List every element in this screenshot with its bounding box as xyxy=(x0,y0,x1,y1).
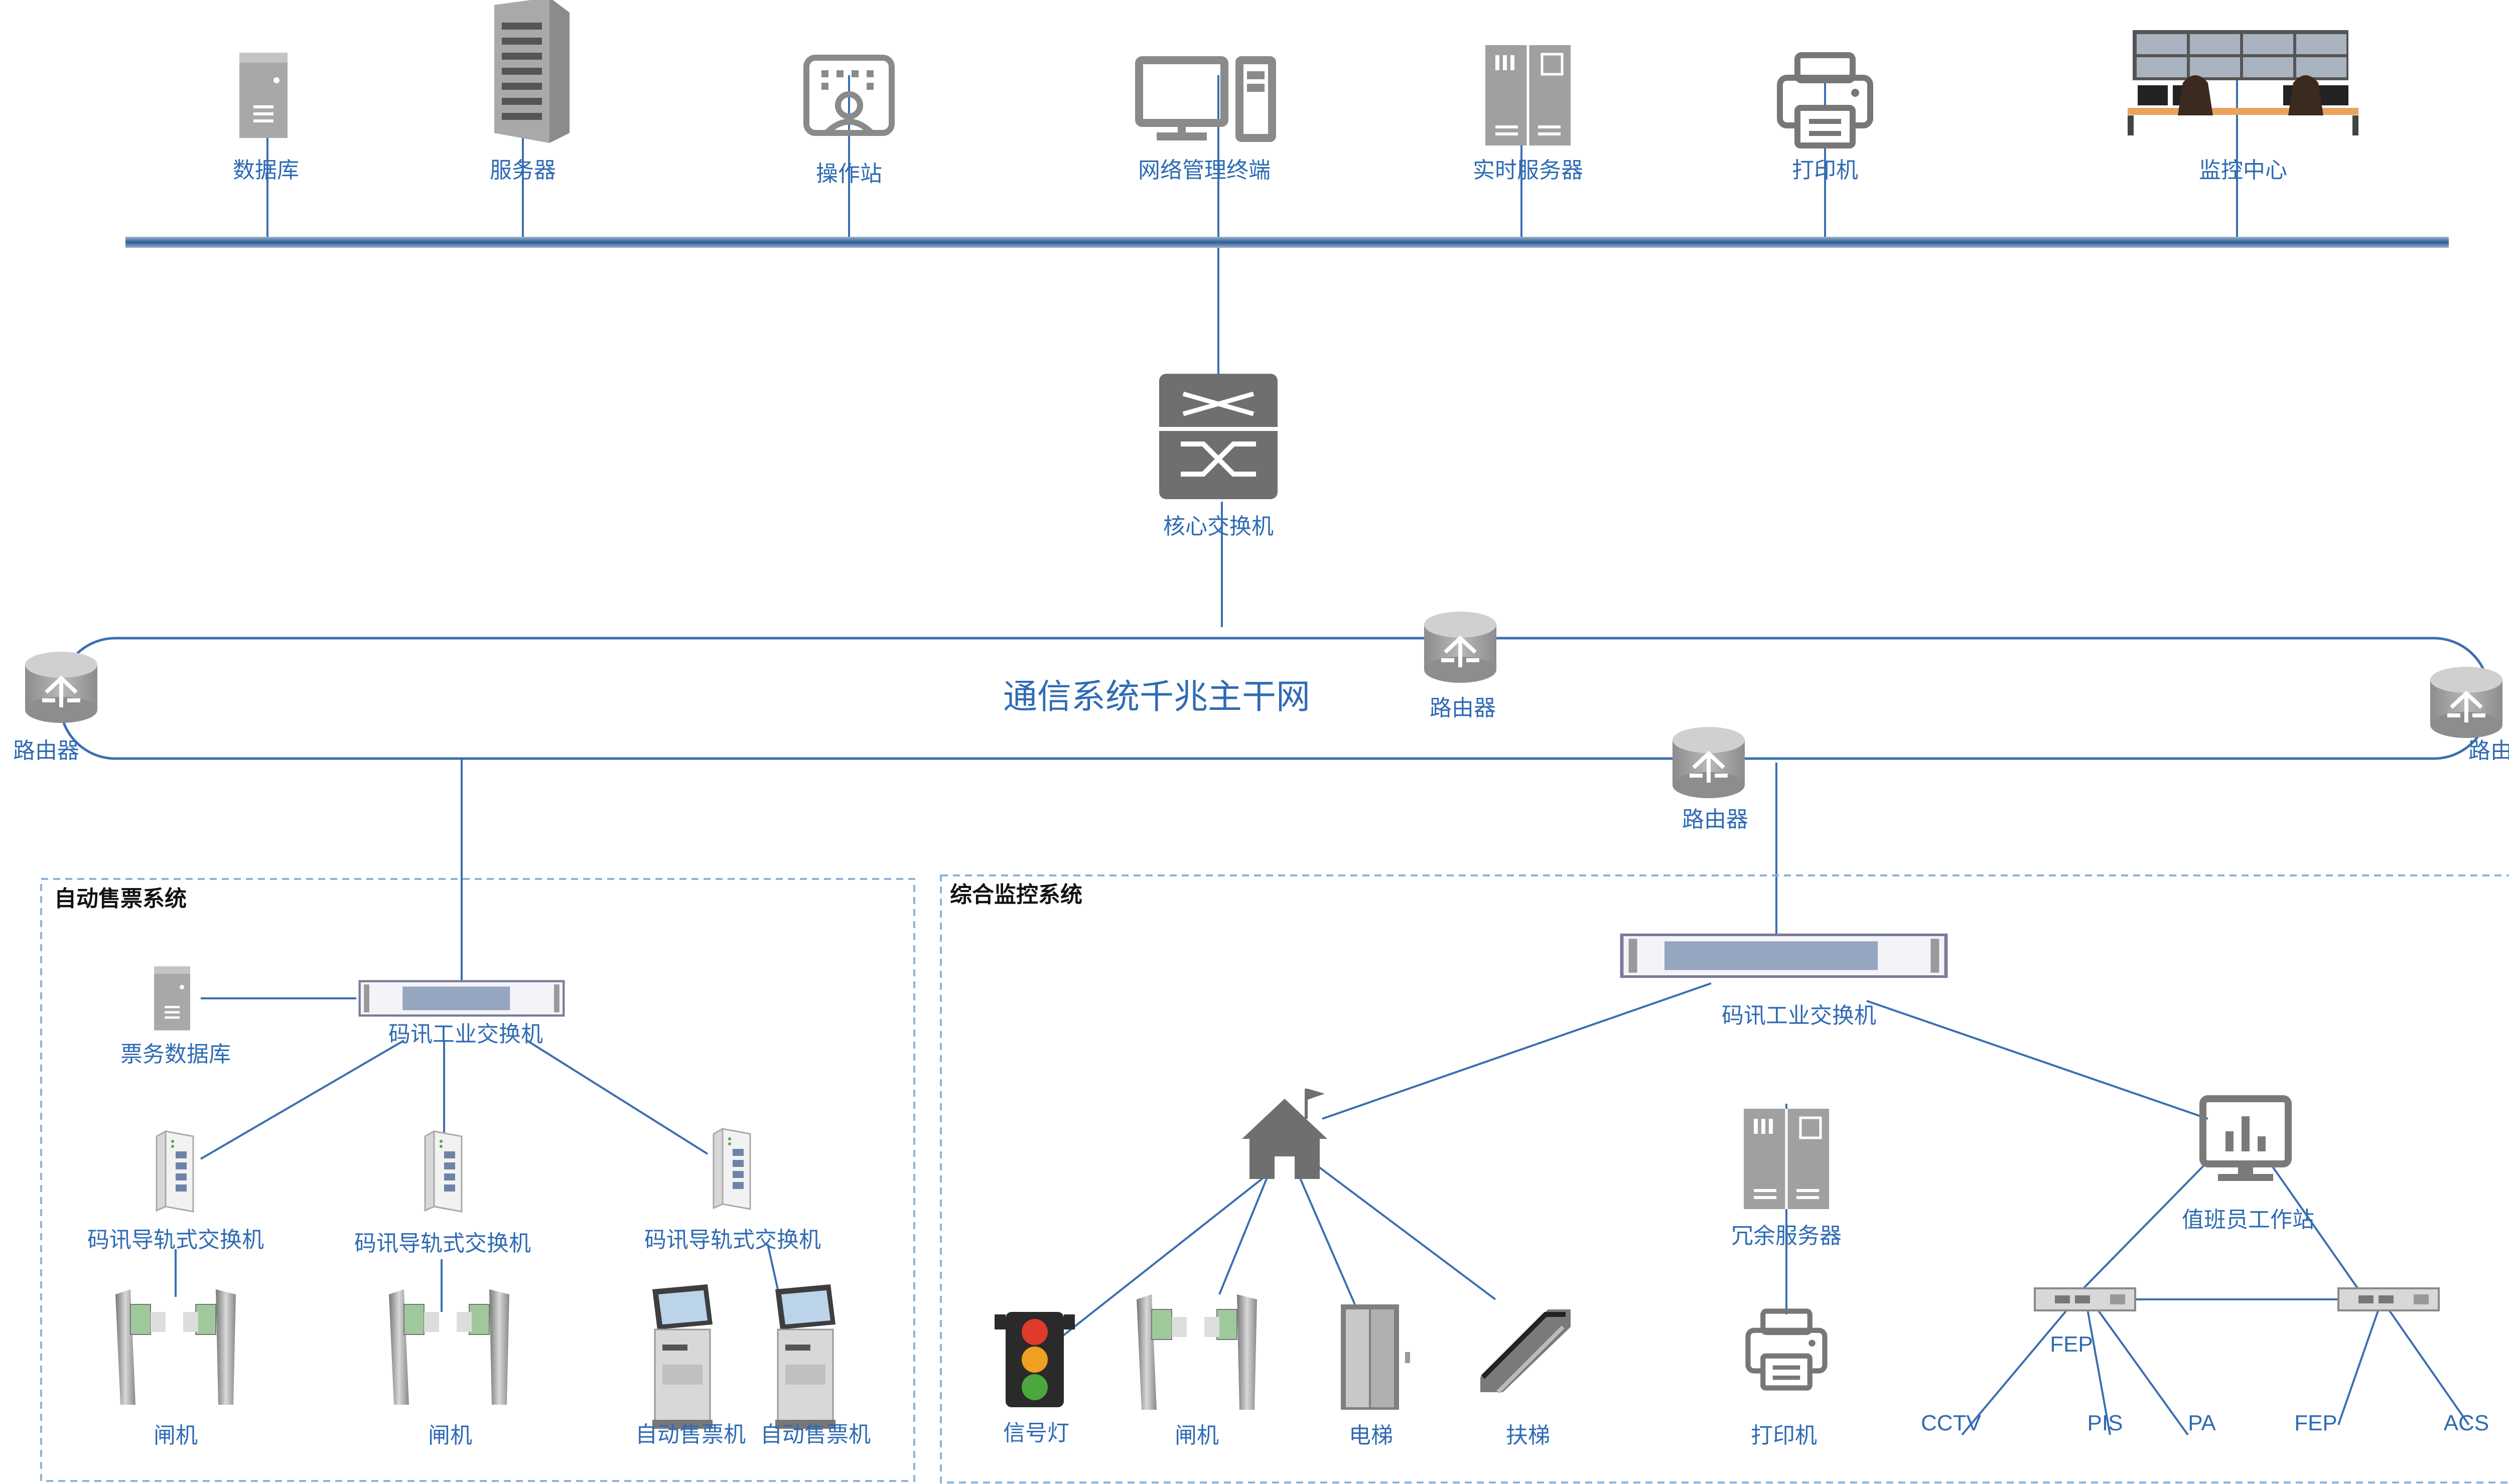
subsystem-label: ACS xyxy=(2443,1411,2489,1435)
ticket-machine-label: 自动售票机 xyxy=(635,1422,746,1447)
fep-device-icon xyxy=(2034,1287,2136,1311)
ticket-machine-label: 自动售票机 xyxy=(760,1422,871,1447)
top-device-label: 监控中心 xyxy=(2199,158,2287,183)
rail-switch-icon xyxy=(713,1128,751,1210)
top-ethernet-bus xyxy=(125,237,2449,248)
gate-icon xyxy=(115,1289,236,1405)
field-device-label: 闸机 xyxy=(1175,1423,1219,1448)
cabinet-server-icon xyxy=(1485,45,1571,145)
top-device-label: 服务器 xyxy=(490,158,556,183)
router-icon xyxy=(2430,667,2502,738)
traffic-light-icon xyxy=(995,1312,1075,1407)
rail-switch-label: 码讯导轨式交换机 xyxy=(644,1228,821,1252)
switch-label: 码讯工业交换机 xyxy=(388,1022,543,1047)
redundant-server-label: 冗余服务器 xyxy=(1731,1224,1842,1248)
core-switch-label: 核心交换机 xyxy=(1163,514,1274,539)
workstation-label: 值班员工作站 xyxy=(2182,1208,2314,1232)
router-label: 路由器 xyxy=(1682,807,1748,832)
ticket-db-label: 票务数据库 xyxy=(120,1042,231,1067)
fep-label: FEP xyxy=(2294,1411,2337,1435)
router-icon xyxy=(1672,727,1745,798)
rail-switch-label: 码讯导轨式交换机 xyxy=(87,1228,264,1252)
subsystem-label: CCTV xyxy=(1921,1411,1981,1435)
top-device-label: 数据库 xyxy=(233,158,299,183)
rail-switch-icon xyxy=(424,1130,463,1213)
printer-label: 打印机 xyxy=(1751,1423,1817,1448)
top-device-label: 实时服务器 xyxy=(1473,158,1583,183)
subsystem-label: PIS xyxy=(2087,1411,2123,1435)
router-icon xyxy=(1424,612,1496,683)
industrial-switch-icon xyxy=(1622,935,1946,976)
fep-device-icon xyxy=(2337,1287,2440,1311)
gate-label: 闸机 xyxy=(154,1423,198,1448)
industrial-switch-icon xyxy=(360,981,564,1015)
ticket-database-icon xyxy=(154,966,190,1030)
operator-station-icon xyxy=(803,55,895,136)
router-label: 路由器 xyxy=(2468,738,2509,763)
router-label: 路由器 xyxy=(13,738,79,763)
field-device-label: 信号灯 xyxy=(1003,1421,1069,1445)
afc-system-title: 自动售票系统 xyxy=(54,886,187,911)
field-device-label: 扶梯 xyxy=(1506,1423,1550,1448)
rail-switch-label: 码讯导轨式交换机 xyxy=(354,1231,531,1256)
elevator-icon xyxy=(1341,1304,1410,1410)
top-device-label: 打印机 xyxy=(1792,158,1858,183)
rack-server-icon xyxy=(494,0,570,143)
router-label: 路由器 xyxy=(1430,696,1496,720)
control-room-icon xyxy=(2128,30,2358,135)
fep-label: FEP xyxy=(2050,1332,2093,1357)
field-device-label: 电梯 xyxy=(1349,1423,1393,1448)
router-icon xyxy=(25,652,97,723)
redundant-server-icon xyxy=(1744,1109,1829,1209)
escalator-icon xyxy=(1480,1309,1571,1394)
workstation-icon xyxy=(2199,1095,2292,1181)
subsystem-label: PA xyxy=(2188,1411,2216,1435)
rail-switch-icon xyxy=(156,1130,194,1213)
ticket-machine-icon xyxy=(651,1283,714,1430)
top-device-label: 操作站 xyxy=(816,162,882,186)
database-server-icon xyxy=(239,53,288,138)
building-icon xyxy=(1242,1089,1327,1179)
switch-label: 码讯工业交换机 xyxy=(1722,1003,1876,1028)
gate-icon xyxy=(388,1289,510,1405)
core-switch-icon xyxy=(1159,374,1278,499)
top-device-label: 网络管理终端 xyxy=(1138,158,1271,183)
printer-icon xyxy=(1748,1311,1825,1388)
gate-icon xyxy=(1136,1294,1258,1410)
iscs-system-box xyxy=(940,874,2509,1483)
ticket-machine-icon xyxy=(774,1283,837,1430)
connector-lines xyxy=(175,75,2470,1436)
iscs-system-title: 综合监控系统 xyxy=(950,882,1082,907)
desktop-pc-icon xyxy=(1135,56,1276,142)
backbone-label: 通信系统千兆主干网 xyxy=(1003,678,1311,716)
afc-system-box xyxy=(40,878,915,1482)
gate-label: 闸机 xyxy=(428,1423,472,1448)
